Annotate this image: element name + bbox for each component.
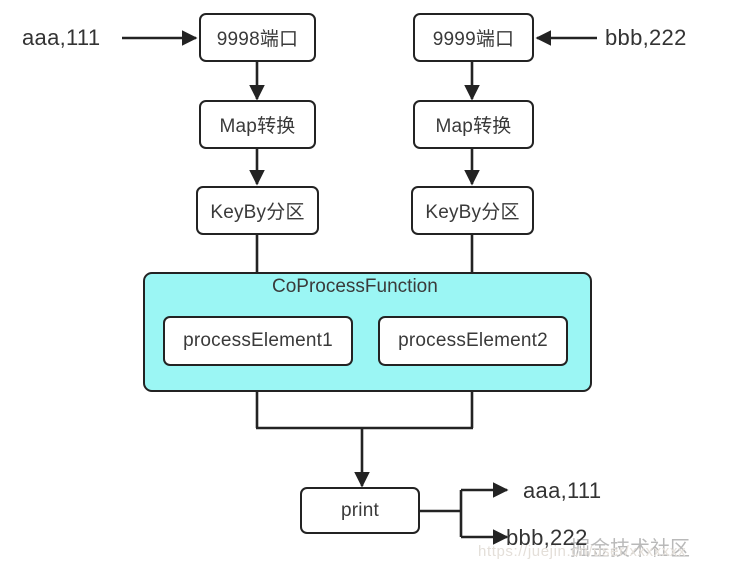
node-map-right-label: Map转换	[435, 116, 512, 137]
output-label-1: aaa,111	[523, 478, 602, 503]
node-keyby-right[interactable]: KeyBy分区	[411, 186, 534, 235]
node-source-9998[interactable]: 9998端口	[199, 13, 316, 62]
input-label-right: bbb,222	[605, 25, 687, 50]
watermark-url: https://juejin.cn/user/xxxxxxx	[478, 543, 687, 560]
node-source-9999-label: 9999端口	[432, 29, 515, 50]
node-keyby-left-label: KeyBy分区	[210, 202, 305, 223]
node-map-left-label: Map转换	[219, 116, 296, 137]
co-process-function-label: CoProcessFunction	[272, 276, 438, 297]
node-process-element-2-label: processElement2	[398, 330, 548, 351]
input-label-left: aaa,111	[22, 25, 101, 50]
output-label-2: bbb,222	[506, 525, 588, 550]
node-source-9999[interactable]: 9999端口	[413, 13, 534, 62]
watermark-text: 掘金技术社区	[570, 538, 690, 560]
node-map-left[interactable]: Map转换	[199, 100, 316, 149]
node-process-element-2[interactable]: processElement2	[378, 316, 568, 366]
node-process-element-1-label: processElement1	[183, 330, 333, 351]
node-map-right[interactable]: Map转换	[413, 100, 534, 149]
node-process-element-1[interactable]: processElement1	[163, 316, 353, 366]
node-keyby-right-label: KeyBy分区	[425, 202, 520, 223]
node-print-sink-label: print	[341, 499, 379, 521]
node-source-9998-label: 9998端口	[216, 29, 299, 50]
node-keyby-left[interactable]: KeyBy分区	[196, 186, 319, 235]
node-print-sink[interactable]: print	[300, 487, 420, 534]
